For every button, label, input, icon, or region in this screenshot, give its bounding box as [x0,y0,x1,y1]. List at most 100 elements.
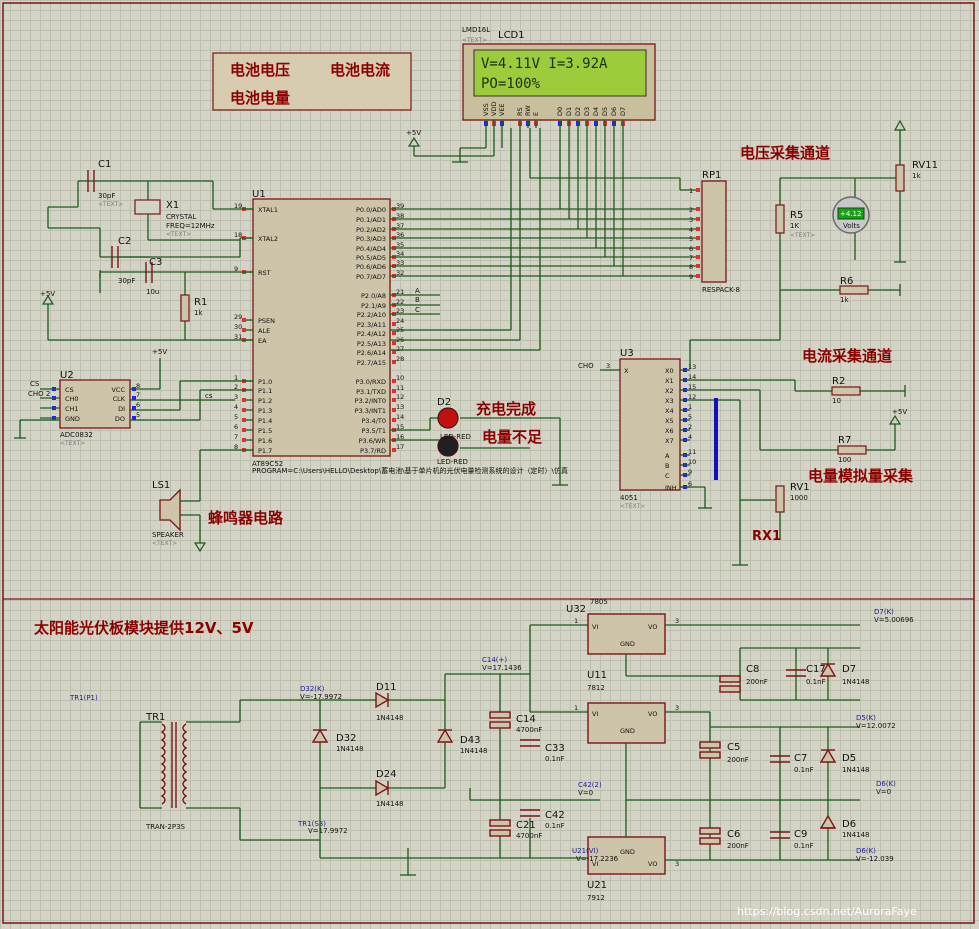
c33-val: 0.1nF [545,755,565,763]
note-curr-channel: 电流采集通道 [802,347,892,365]
note-charge-done: 充电完成 [476,400,536,418]
u1-right-pin-name: P3.0/RXD [356,378,386,386]
u1-right-pin-num: 21 [396,288,404,296]
u1-right-pin-name: P3.1/TXD [356,388,386,396]
bus-a: A [415,287,420,295]
r1-name: R1 [194,297,207,308]
pin-marker [242,438,246,442]
u1-right-pin-num: 12 [396,393,404,401]
lcd-pin-label: D5 [601,107,609,116]
led-d1[interactable] [437,435,459,457]
u3-body[interactable] [619,358,681,491]
u32-vi: VI [592,623,598,631]
voltage-channel-wires [689,119,907,369]
u3-x-num: 3 [606,362,610,370]
d6-probe-top: D6(K) [876,780,896,788]
u1-right-pin-num: 28 [396,355,404,363]
u3-ph: <TEXT> [620,503,645,510]
d5-name: D5 [842,753,856,764]
d6-probe: D6(K) [856,847,876,855]
c2-val: 30pF [118,277,135,285]
u3-right-pin-name: X2 [665,387,674,395]
u11-vo: VO [648,710,657,718]
c6-body [699,827,721,835]
lcd-pin-label: VDD [490,102,498,116]
u1-right-pin-num: 15 [396,423,404,431]
u1-right-pin-num: 23 [396,307,404,315]
u1-right-pin-num: 32 [396,269,404,277]
rp1-pin-num: 2 [689,206,693,214]
u21-probe: U21(VI) [572,847,599,855]
tr1-name: TR1 [145,712,165,723]
pin-marker [242,408,246,412]
u11-n1: 1 [574,704,578,712]
u32-body[interactable] [587,613,666,655]
pin-marker [696,217,700,221]
c9-val: 0.1nF [794,842,814,850]
d1-val: LED-RED [437,458,468,466]
u1-body[interactable] [252,198,391,457]
d5-probe-val: V=12.0072 [856,722,896,730]
u1-right-pin-name: P2.0/A8 [361,292,386,300]
u21-body[interactable] [587,836,666,875]
u1-right-pin-name: P0.4/AD4 [356,245,386,253]
c14-body [489,711,511,719]
watermark: https://blog.csdn.net/AuroraFaye [737,905,917,918]
u1-left-pin-num: 5 [234,413,238,421]
u1-right-pin-name: P2.3/A11 [357,321,386,329]
u2-ext-ch0: CHO 2 [28,390,50,398]
rv11-val: 1k [912,172,921,180]
rp1-model: RESPACK-8 [702,286,740,294]
d6-probe-top-val: V=0 [876,788,891,796]
u11-body[interactable] [587,702,666,744]
transformer-tr1[interactable] [139,700,241,840]
r2-val: 10 [832,397,841,405]
u11-name: U11 [587,670,607,681]
u1-right-pin-num: 16 [396,433,404,441]
u3-right-pin-num: 1 [688,403,692,411]
u21-probe-val: V=-17.2236 [576,855,619,863]
d11-val: 1N4148 [376,714,404,722]
pin-marker [392,322,396,326]
u1-right-pin-num: 17 [396,443,404,451]
d32-probe: D32(K) [300,685,325,693]
pin-marker [392,360,396,364]
tr1-val: TRAN-2P3S [145,823,186,831]
r6-name: R6 [840,276,853,287]
bus-c: C [415,306,420,314]
ls1-ph: <TEXT> [152,540,177,547]
c9-name: C9 [794,829,807,840]
u1-program: PROGRAM=C:\Users\HELLO\Desktop\蓄电池\基于单片机… [252,466,568,475]
u2-right-pin-num: 6 [136,401,140,409]
u3-right-pin-name: X3 [665,397,674,405]
c8-name: C8 [746,664,759,675]
u1-right-pin-name: P0.7/AD7 [356,273,386,281]
u3-right-pin-num: 15 [688,383,696,391]
c33-name: C33 [545,743,565,754]
u1-right-pin-name: P2.1/A9 [361,302,386,310]
u2-body[interactable] [59,379,131,429]
u1-right-pin-name: P2.4/A12 [357,330,386,338]
rp1-body[interactable] [701,180,727,283]
u21-vi: VI [592,860,598,868]
u1-left-pin-num: 18 [234,231,242,239]
pin-marker [242,328,246,332]
crystal-circuit [47,170,253,278]
lcd-pin-label: VEE [498,103,506,116]
c21-name: C21 [516,820,536,831]
data-bus-wires [390,128,700,486]
v5-lcd: +5V [406,129,421,137]
u21-vo: VO [648,860,657,868]
note-solar: 太阳能光伏板模块提供12V、5V [34,619,254,637]
d2-val: LED-RED [440,433,471,441]
rp1-pin-num: 3 [689,216,693,224]
led-d2[interactable] [437,407,459,429]
u2-right-pin-name: CLK [113,395,126,403]
pin-marker [696,246,700,250]
note-cap-sim: 电量模拟量采集 [808,467,914,485]
rv1-wires [690,399,785,566]
pin-marker [696,274,700,278]
note-box [212,52,412,111]
